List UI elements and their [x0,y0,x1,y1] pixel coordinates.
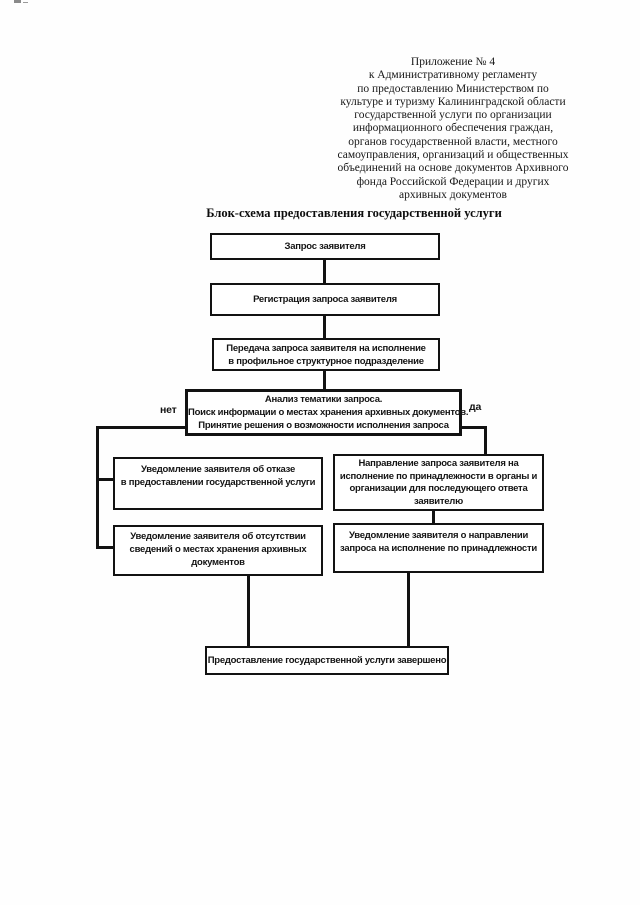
connector-yes-horizontal [462,426,487,429]
connector-absence-completed [247,576,250,646]
node-text-line: в профильное структурное подразделение [228,355,424,367]
node-text-line: Уведомление заявителя о направлении [348,530,529,541]
node-analysis-decision: Анализ тематики запроса. Поиск информаци… [185,389,469,436]
header-line: культуре и туризму Калининградской облас… [340,95,566,108]
connector-registration-transfer [323,316,326,338]
node-refusal-notice: Уведомление заявителя об отказе в предос… [113,457,323,510]
node-forward-notice: Уведомление заявителя о направлении запр… [333,523,544,573]
connector-request-registration [323,260,326,283]
node-text-line: Поиск информации о местах хранения архив… [188,406,469,418]
node-text-line: Анализ тематики запроса. [264,394,383,405]
node-text-line: заявителю [414,495,463,507]
node-absence-notice: Уведомление заявителя об отсутствии свед… [113,525,323,576]
header-line: архивных документов [399,188,507,201]
node-text-line: Уведомление заявителя об отказе [140,464,296,475]
header-line: органов государственной власти, местного [348,135,558,148]
decision-label-yes: да [469,401,482,413]
header-line: информационного обеспечения граждан, [352,122,554,135]
decision-label-no: нет [160,404,177,416]
node-forward-request: Направление запроса заявителя на исполне… [333,454,544,511]
node-text-line: запроса на исполнение по принадлежности [340,543,537,554]
node-registration: Регистрация запроса заявителя [210,283,440,316]
node-request: Запрос заявителя [210,233,440,260]
node-text-line: исполнение по принадлежности в органы и [339,470,538,482]
node-text-line: организации для последующего ответа [349,483,528,495]
header-line: к Административному регламенту [368,69,538,82]
node-completed: Предоставление государственной услуги за… [205,646,449,675]
header-line: по предоставлению Министерством по [357,82,549,95]
header-line: объединений на основе документов Архивно… [337,162,569,175]
appendix-header: Приложение № 4 к Административному регла… [280,56,626,202]
connector-transfer-analysis [323,371,326,389]
connector-no-stub-refusal [96,478,113,481]
header-line: государственной услуги по организации [354,109,552,122]
node-text-line: Направление запроса заявителя на [358,458,519,469]
node-text-line: Запрос заявителя [284,241,366,252]
node-text-line: Предоставление государственной услуги за… [207,655,447,666]
node-text-line: Уведомление заявителя об отсутствии [130,531,306,542]
connector-forward-noticeforward [432,511,435,523]
node-text-line: документов [191,557,245,568]
scan-artifact [14,0,21,3]
flowchart-title: Блок-схема предоставления государственно… [206,206,502,220]
header-line: Приложение № 4 [410,56,496,68]
node-text-line: Регистрация запроса заявителя [253,294,397,305]
connector-no-stub-absence [96,546,113,549]
header-line: самоуправления, организаций и общественн… [337,149,569,162]
connector-yes-vertical [484,426,487,454]
node-transfer: Передача запроса заявителя на исполнение… [212,338,440,371]
connector-noticeforward-completed [407,573,410,646]
node-text-line: Передача запроса заявителя на исполнение [226,342,426,354]
node-text-line: в предоставлении государственной услуги [120,477,316,488]
node-text-line: сведений о местах хранения архивных [129,544,307,555]
connector-no-vertical [96,426,99,549]
connector-no-horizontal [96,426,185,429]
header-line: фонда Российской Федерации и других [356,175,550,188]
node-text-line: Принятие решения о возможности исполнени… [198,419,449,431]
